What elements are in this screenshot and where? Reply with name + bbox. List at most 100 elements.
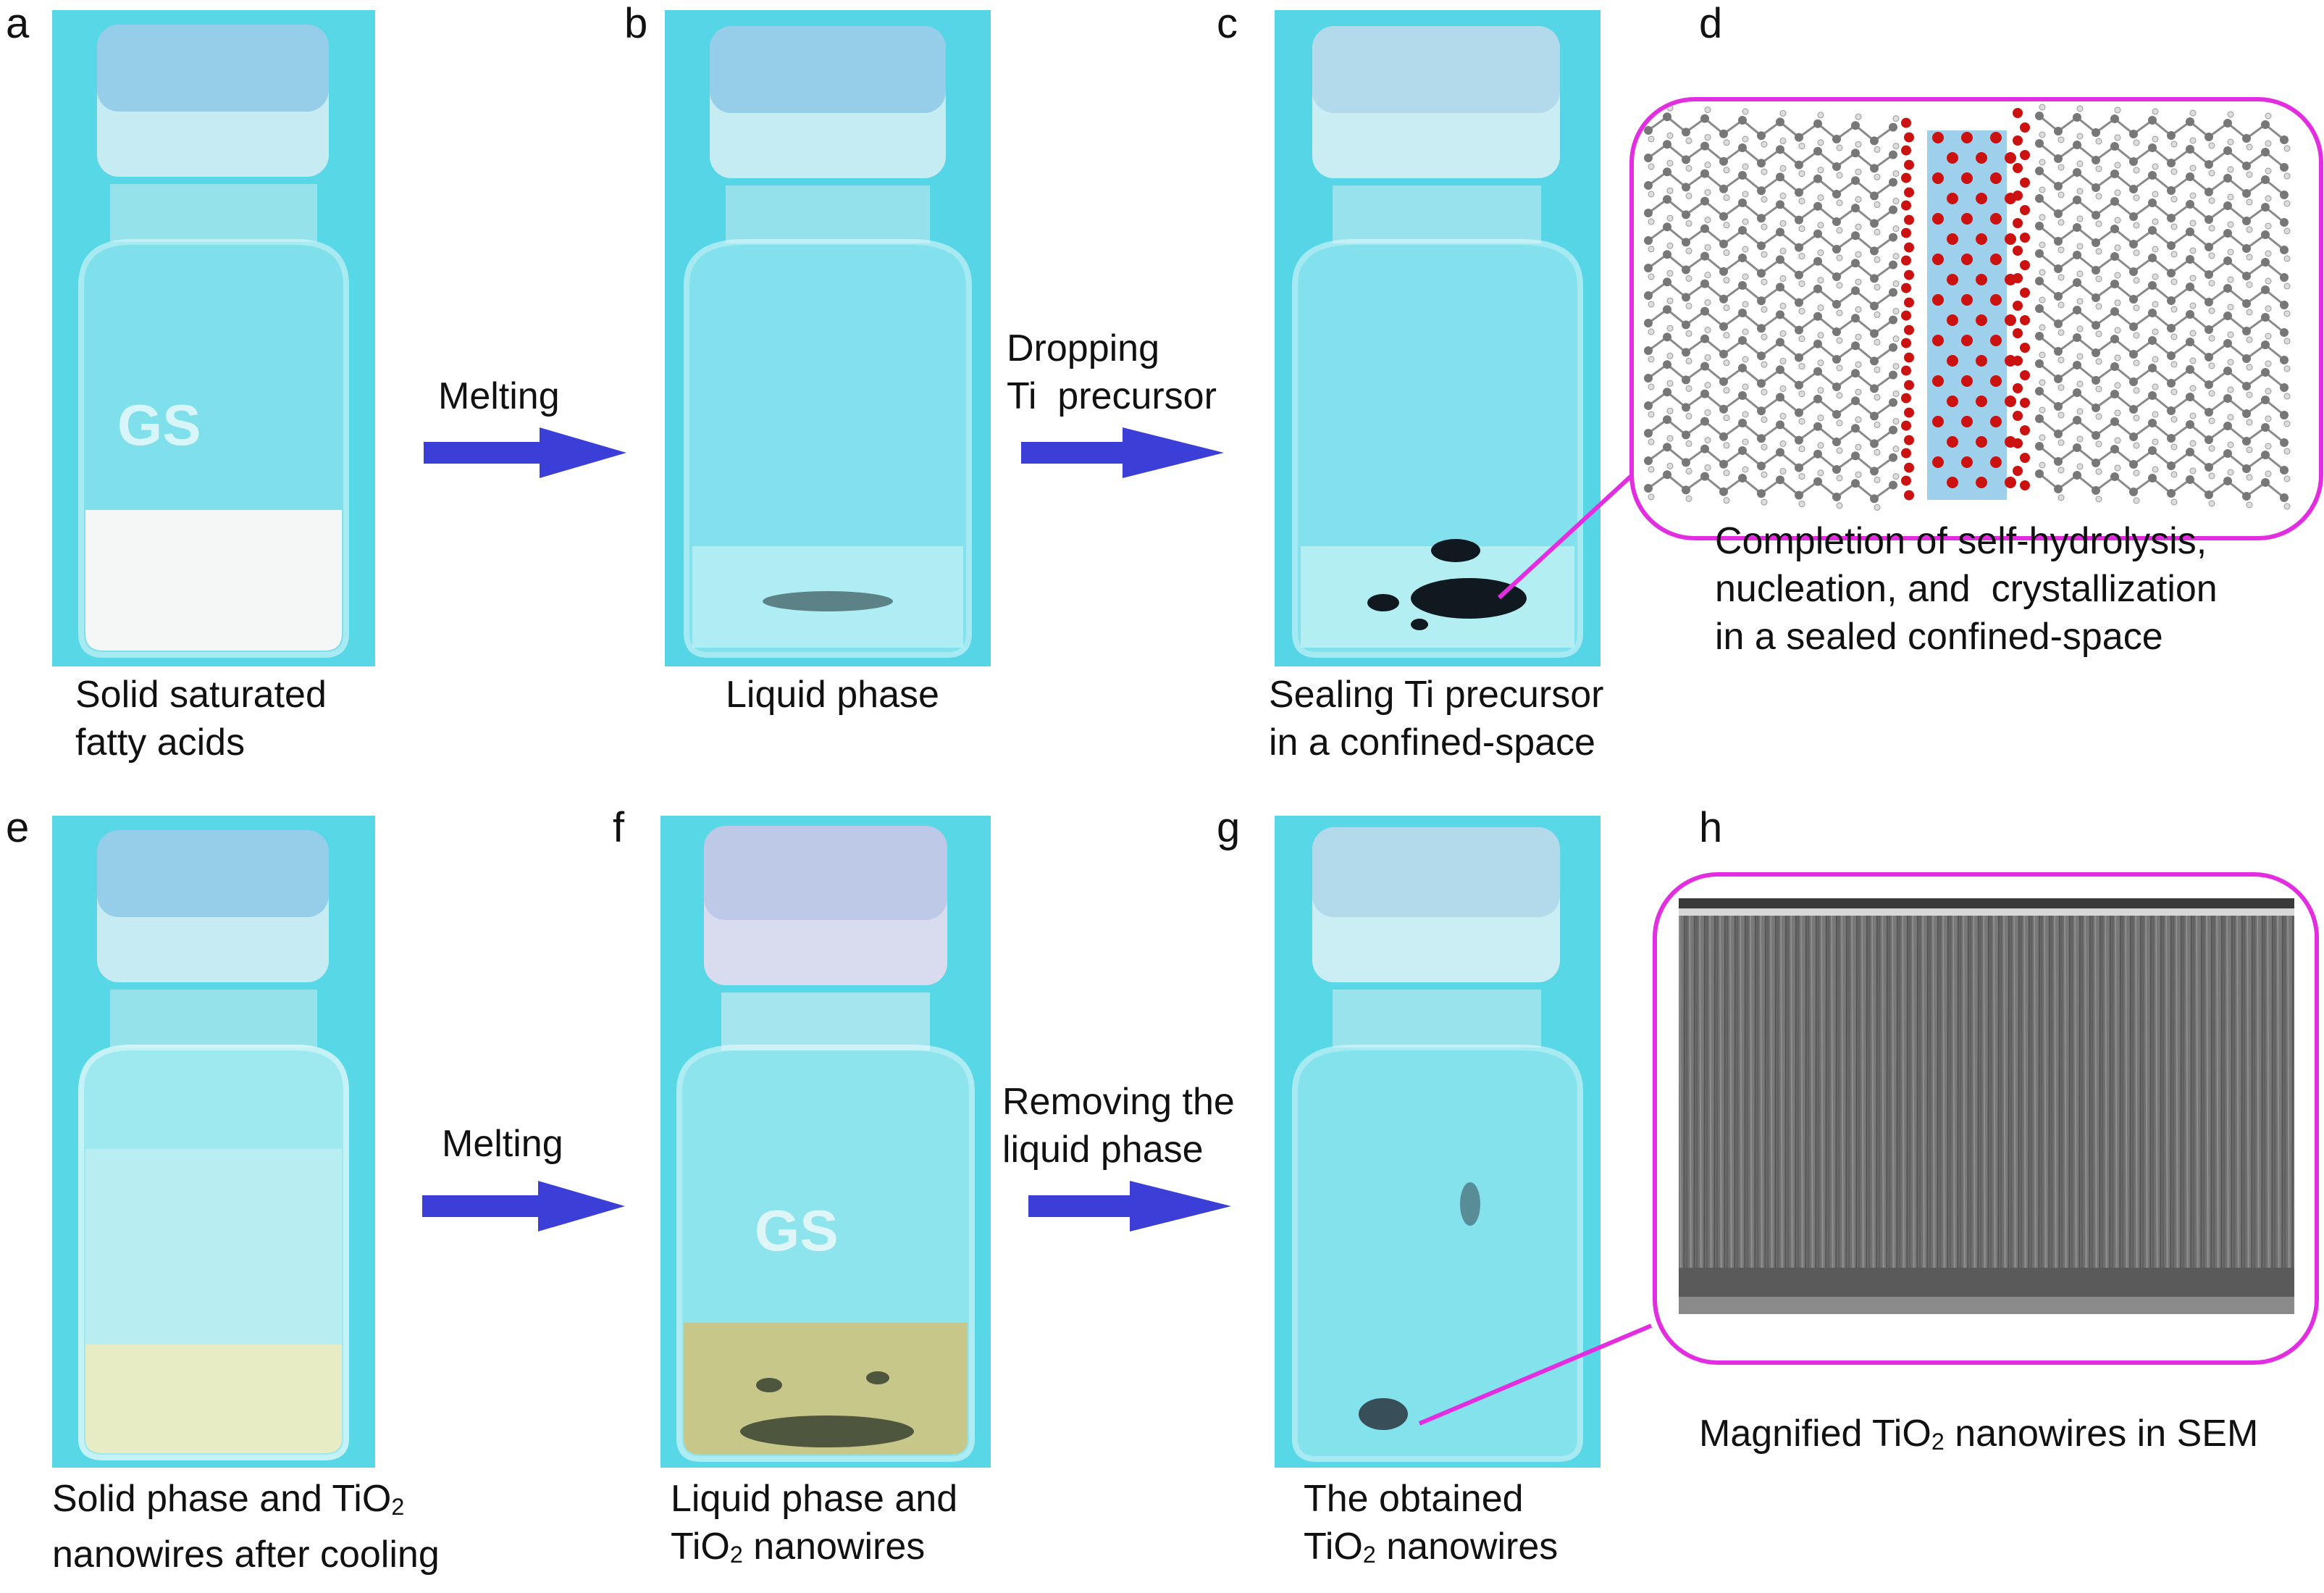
hydrogen-atom [1836,419,1843,427]
carbon-atom [1700,361,1709,371]
hydrogen-atom [2189,164,2197,172]
hydrogen-atom [1817,194,1824,201]
hydrogen-atom [2227,441,2234,448]
hydrogen-atom [1892,143,1900,150]
carbon-atom [2054,485,2063,493]
hydrogen-atom [2114,162,2121,169]
lattice-oxygen-atom [1947,355,1958,367]
hydrogen-atom [1723,139,1730,146]
hydrogen-atom [1892,170,1900,177]
carbon-atom [1719,239,1728,248]
carbon-atom [1719,267,1728,276]
carbon-atom [2073,388,2081,397]
hydrogen-atom [2095,358,2102,365]
hydrogen-atom [1779,247,1787,254]
carbon-atom [2167,351,2176,360]
lattice-oxygen-atom [1947,193,1958,204]
caption-f-line1: Liquid phase and [671,1478,958,1520]
hydrogen-atom [2246,391,2253,398]
hydrogen-atom [1723,387,1730,394]
carbon-atom [1757,186,1766,196]
lattice-oxygen-atom [1976,193,1987,204]
hydrogen-atom [2227,386,2234,393]
carbon-atom [2148,391,2157,400]
hydrogen-atom [2265,222,2272,230]
hydrogen-atom [1704,244,1711,251]
hydrogen-atom [2265,360,2272,367]
carbon-atom [1776,227,1784,237]
hydrogen-atom [2265,470,2272,477]
carbon-atom [2223,256,2232,265]
oxygen-atom [2020,343,2030,353]
carbon-atom [2110,170,2119,178]
hydrogen-atom [1779,467,1787,474]
carbon-atom [1682,127,1690,137]
carbon-atom [2073,251,2081,259]
hydrogen-atom [1798,198,1805,205]
hydrogen-atom [2152,328,2159,335]
carbon-atom [2148,143,2157,152]
lattice-oxygen-atom [1932,254,1944,265]
carbon-atom [1700,389,1709,398]
hydrogen-atom [2057,439,2065,446]
carbon-atom [1851,231,1860,241]
hydrogen-atom [2133,139,2140,146]
carbon-atom [2205,298,2213,306]
hydrogen-atom [1742,438,1749,446]
carbon-atom [1832,300,1841,309]
panel-letter-d: d [1699,0,1723,47]
hydrogen-atom [1874,338,1881,346]
carbon-atom [2223,312,2232,320]
carbon-atom [2110,335,2119,343]
carbon-atom [1795,380,1803,390]
hydrogen-atom [1761,471,1768,478]
hydrogen-atom [2133,414,2140,422]
panel-letter-e: e [6,804,30,851]
hydrogen-atom [1723,497,1730,504]
caption-f-line2: TiO2 nanowires [671,1526,926,1568]
carbon-atom [1682,293,1690,302]
hydrogen-atom [2095,440,2102,448]
carbon-atom [1832,217,1841,226]
carbon-atom [1795,353,1803,362]
hydrogen-atom [1648,383,1655,390]
carbon-atom [1700,196,1709,206]
hydrogen-atom [1723,277,1730,284]
hydrogen-atom [1666,104,1674,112]
carbon-atom [2092,156,2100,164]
hydrogen-atom [2039,269,2046,276]
oxygen-atom [2020,480,2030,490]
carbon-atom [2186,145,2194,154]
hydrogen-atom [1798,390,1805,398]
hydrogen-atom [2283,283,2291,290]
hydrogen-atom [2114,299,2121,306]
carbon-atom [1757,131,1766,141]
hydrogen-atom [2227,248,2234,256]
carbon-atom [2092,431,2100,440]
oxygen-atom [1904,490,1914,501]
lattice-oxygen-atom [1976,233,1987,245]
carbon-atom [1870,329,1879,338]
hydrogen-atom [1742,411,1749,418]
carbon-atom [2205,270,2213,279]
carbon-atom [2054,237,2063,246]
carbon-atom [2092,293,2100,302]
carbon-atom [1832,382,1841,391]
hydrogen-atom [2114,106,2121,114]
caption-c: Sealing Ti precursor in a confined-space [1269,674,1604,764]
hydrogen-atom [1874,393,1881,401]
carbon-atom [2280,493,2289,502]
hydrogen-atom [1855,223,1862,230]
carbon-atom [2054,457,2063,466]
lattice-oxygen-atom [1947,314,1958,326]
hydrogen-atom [1798,253,1805,260]
lattice-oxygen-atom [1932,294,1944,306]
panel-letter-g: g [1217,804,1241,851]
carbon-atom [1832,410,1841,419]
hydrogen-atom [2265,333,2272,340]
carbon-atom [1870,136,1879,146]
hydrogen-atom [1685,192,1692,199]
hydrogen-atom [1874,503,1881,511]
carbon-atom [2110,280,2119,288]
oxygen-atom [2020,453,2030,463]
